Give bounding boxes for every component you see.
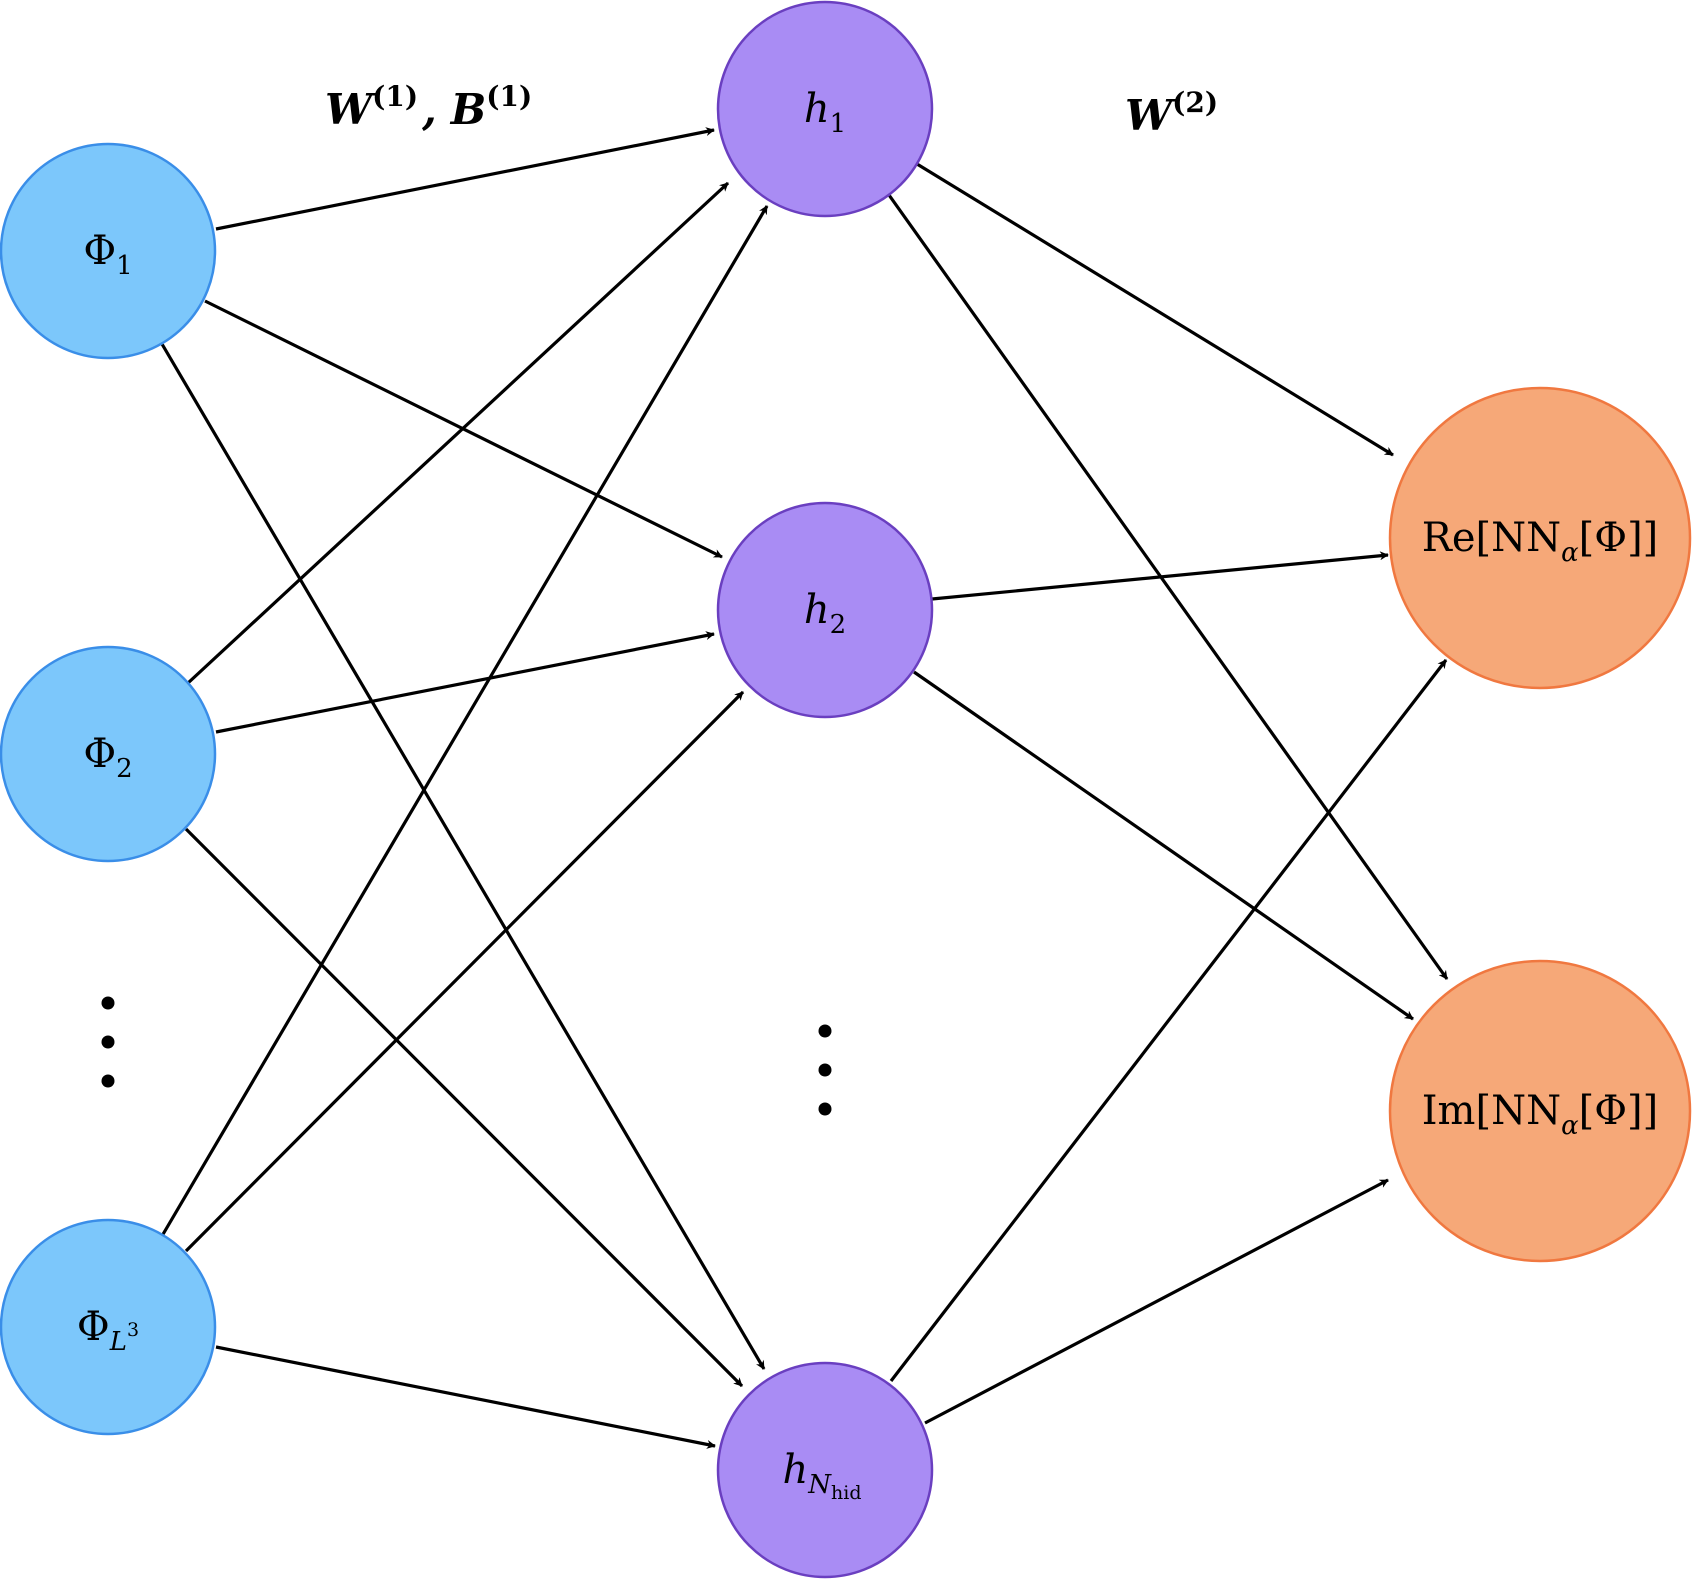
edge-phi2-h2 [215, 631, 715, 734]
output-node-real-label: Re[NNα[Φ]] [1422, 515, 1659, 568]
ellipsis-dot [101, 996, 115, 1010]
hidden-node [716, 0, 934, 218]
hidden-node-label: hNhid [783, 1447, 862, 1504]
hidden-ellipsis [818, 1024, 832, 1116]
hidden-node [716, 501, 934, 719]
input-node [0, 142, 217, 360]
edge-phi1-hN [160, 343, 766, 1370]
input-node-label: Φ2 [83, 731, 132, 784]
edge-hN-re [889, 659, 1448, 1382]
input-layer: Φ1 Φ2 ΦL3 [0, 142, 217, 1436]
input-node-label: Φ1 [83, 228, 132, 281]
weight-label-layer1: W(1),B(1) [325, 80, 532, 134]
output-node-real [1388, 386, 1692, 690]
edge-phiL-h2 [184, 690, 745, 1253]
input-ellipsis [101, 996, 115, 1088]
input-node [0, 645, 217, 863]
input-node-label: ΦL3 [77, 1304, 139, 1357]
edge-phi1-h1 [215, 127, 715, 231]
edge-h2-im [913, 670, 1414, 1021]
input-node [0, 1218, 217, 1436]
ellipsis-dot [101, 1074, 115, 1088]
ellipsis-dot [818, 1102, 832, 1116]
edge-phi2-h1 [186, 181, 730, 685]
hidden-layer: h1 h2 hNhid [716, 0, 934, 1579]
output-node-imag-label: Im[NNα[Φ]] [1422, 1088, 1659, 1141]
edge-h1-re [916, 162, 1394, 457]
output-layer: Re[NNα[Φ]] Im[NNα[Φ]] [1388, 386, 1692, 1263]
edges [160, 127, 1449, 1449]
edge-hN-im [924, 1178, 1389, 1425]
ellipsis-dot [101, 1035, 115, 1049]
hidden-node [716, 1361, 934, 1579]
edge-phiL-hN [215, 1345, 716, 1449]
edge-phi2-hN [184, 827, 744, 1388]
hidden-node-label: h1 [804, 86, 846, 139]
ellipsis-dot [818, 1063, 832, 1077]
edge-phiL-h1 [160, 205, 769, 1237]
edge-h1-im [887, 194, 1449, 980]
weight-label-layer2: W(2) [1125, 86, 1218, 140]
hidden-node-label: h2 [804, 587, 846, 640]
ellipsis-dot [818, 1024, 832, 1038]
output-node-imag [1388, 959, 1692, 1263]
edge-h2-re [931, 551, 1389, 601]
